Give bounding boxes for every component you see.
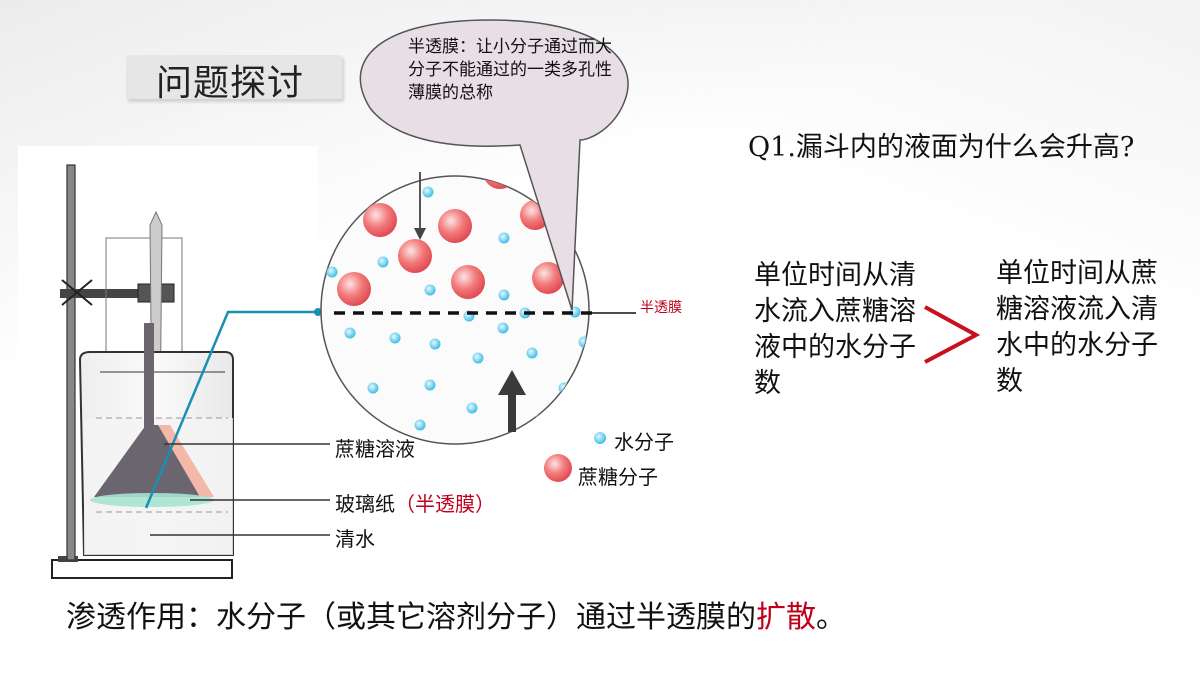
label-membrane-small: 半透膜	[640, 300, 682, 316]
page-title: 问题探讨	[156, 63, 305, 104]
magnified-view	[320, 175, 590, 445]
legend-water-icon	[594, 432, 606, 444]
label-sucrose-solution: 蔗糖溶液	[335, 437, 415, 461]
definition-suffix: 。	[816, 600, 846, 635]
speech-bubble	[359, 19, 629, 311]
down-arrow	[414, 172, 426, 240]
title-box	[126, 55, 342, 99]
label-water-molecule: 水分子	[614, 430, 674, 454]
bubble-definition: 半透膜：让小分子通过而大分子不能通过的一类多孔性薄膜的总称	[408, 37, 612, 103]
up-arrow	[498, 370, 526, 432]
comparison-left: 单位时间从清水流入蔗糖溶液中的水分子数	[754, 260, 916, 399]
label-cellophane: 玻璃纸（半透膜）	[335, 488, 495, 517]
label-water: 清水	[335, 527, 375, 551]
cellophane-membrane	[90, 493, 214, 507]
definition-highlight: 扩散	[756, 600, 816, 635]
label-cellophane-note: （半透膜）	[395, 492, 495, 516]
label-cellophane-text: 玻璃纸	[335, 492, 395, 516]
legend-sucrose-icon	[544, 454, 572, 482]
comparison-right: 单位时间从蔗糖溶液流入清水中的水分子数	[996, 258, 1158, 397]
question-q1: Q1.漏斗内的液面为什么会升高?	[748, 132, 1135, 163]
osmosis-definition: 渗透作用：水分子（或其它溶剂分子）通过半透膜的扩散。	[66, 592, 846, 636]
magnify-pointer-line	[144, 310, 318, 509]
greater-than-symbol	[924, 305, 981, 364]
definition-prefix: 渗透作用：水分子（或其它溶剂分子）通过半透膜的	[66, 600, 756, 635]
pointer-dot	[314, 308, 322, 316]
label-sucrose-molecule: 蔗糖分子	[578, 465, 658, 489]
